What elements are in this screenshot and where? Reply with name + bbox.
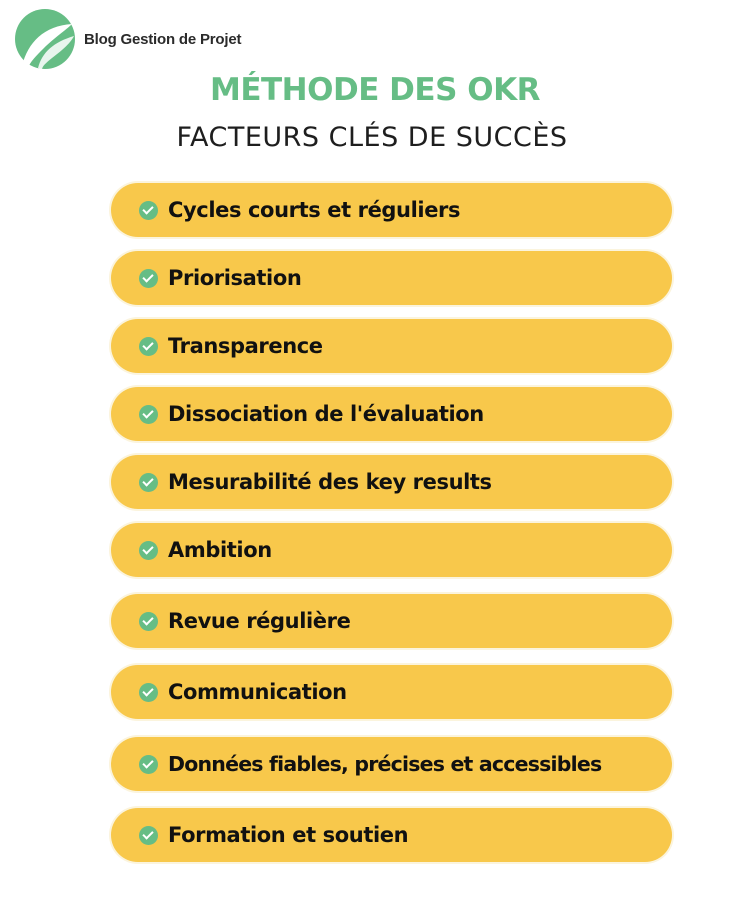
list-item: Données fiables, précises et accessibles: [111, 737, 672, 791]
check-circle-icon: [139, 825, 158, 845]
list-item-label: Dissociation de l'évaluation: [168, 402, 484, 426]
list-item: Ambition: [111, 523, 672, 577]
page-subtitle: FACTEURS CLÉS DE SUCCÈS: [176, 122, 568, 153]
check-circle-icon: [139, 200, 158, 220]
list-item-label: Cycles courts et réguliers: [168, 198, 461, 222]
list-item: Formation et soutien: [111, 808, 672, 862]
list-item-label: Revue régulière: [168, 609, 351, 633]
list-item-label: Données fiables, précises et accessibles: [168, 752, 602, 776]
check-circle-icon: [139, 540, 158, 560]
check-circle-icon: [139, 472, 158, 492]
list-item-label: Communication: [168, 680, 347, 704]
brand-name: Blog Gestion de Projet: [84, 30, 242, 48]
list-item: Communication: [111, 665, 672, 719]
list-item-label: Ambition: [168, 538, 272, 562]
list-item: Cycles courts et réguliers: [111, 183, 672, 237]
check-circle-icon: [139, 268, 158, 288]
check-circle-icon: [139, 611, 158, 631]
brand-header: Blog Gestion de Projet: [14, 8, 241, 70]
list-item-label: Mesurabilité des key results: [168, 470, 492, 494]
list-item: Priorisation: [111, 251, 672, 305]
page-title: MÉTHODE DES OKR: [210, 72, 540, 108]
check-circle-icon: [139, 754, 158, 774]
list-item: Mesurabilité des key results: [111, 455, 672, 509]
check-circle-icon: [139, 404, 158, 424]
list-item: Transparence: [111, 319, 672, 373]
check-circle-icon: [139, 336, 158, 356]
leaf-logo-icon: [15, 9, 75, 70]
check-circle-icon: [139, 682, 158, 702]
list-item-label: Formation et soutien: [168, 823, 409, 847]
list-item-label: Transparence: [168, 334, 323, 358]
list-item-label: Priorisation: [168, 266, 302, 290]
list-item: Revue régulière: [111, 594, 672, 648]
list-item: Dissociation de l'évaluation: [111, 387, 672, 441]
